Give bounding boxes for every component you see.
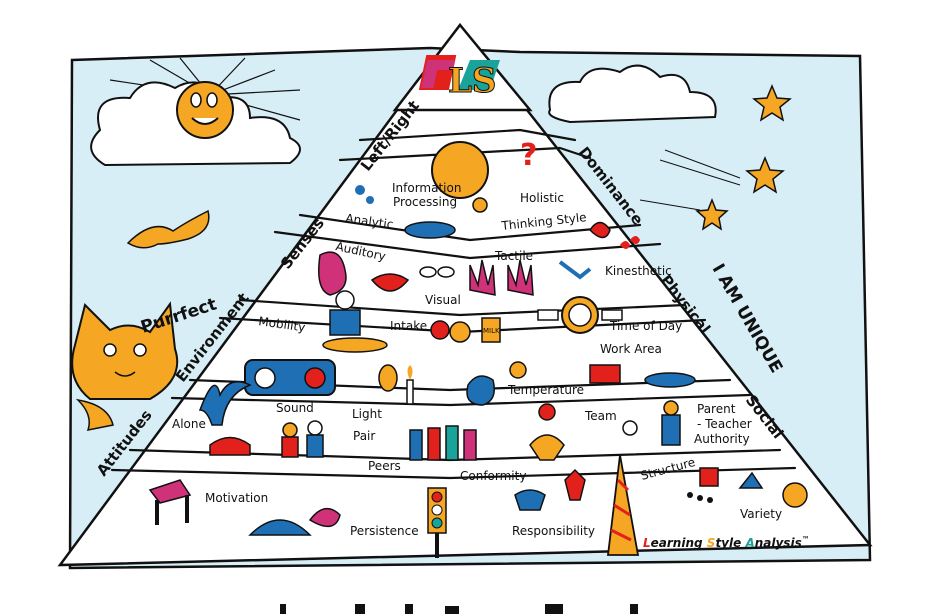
label-parent: Parent: [697, 402, 736, 416]
label-variety: Variety: [740, 507, 782, 521]
star-trails: [639, 149, 741, 211]
label-kinesthetic: Kinesthetic: [605, 264, 672, 278]
label-mobility: Mobility: [258, 314, 307, 334]
label-motivation: Motivation: [205, 491, 268, 505]
label-time-of-day: Time of Day: [609, 319, 682, 333]
thinking-figures: [355, 185, 640, 249]
label-analytic: Analytic: [345, 211, 395, 232]
label-tactile: Tactile: [494, 249, 533, 263]
star-icons: [695, 84, 792, 231]
sun-icon: [176, 81, 234, 139]
label-teacher: - Teacher: [697, 417, 752, 431]
brain-icon: [431, 141, 489, 199]
label-light: Light: [352, 407, 382, 421]
label-intake: Intake: [390, 319, 427, 333]
social-icons: [209, 400, 681, 461]
label-temperature: Temperature: [507, 383, 584, 397]
label-authority: Authority: [694, 432, 750, 446]
label-persistence: Persistence: [350, 524, 419, 538]
environment-icons: [198, 359, 696, 426]
logo-text: LS: [448, 61, 496, 101]
attitudes-icons: [148, 454, 808, 558]
label-processing: Processing: [393, 195, 457, 209]
label-team: Team: [584, 409, 617, 423]
label-sound: Sound: [276, 401, 314, 415]
tier-bands: [110, 128, 797, 480]
lightbulb-icon: [378, 364, 398, 392]
senses-icons: [318, 251, 592, 296]
bird-icon: [126, 209, 210, 249]
cat-icon: [71, 301, 179, 431]
label-alone: Alone: [172, 417, 206, 431]
physical-icons: MILK: [322, 290, 623, 353]
label-work-area: Work Area: [600, 342, 662, 356]
label-visual: Visual: [425, 293, 461, 307]
label-responsibility: Responsibility: [512, 524, 595, 538]
label-holistic: Holistic: [520, 191, 564, 205]
cloud-right: [548, 64, 717, 124]
label-information: Information: [392, 181, 461, 195]
milk-carton-label: MILK: [483, 327, 500, 335]
label-pair: Pair: [353, 429, 375, 443]
bottom-caption-fragment: [280, 604, 638, 614]
label-peers: Peers: [368, 459, 401, 473]
brand-learning-style-analysis: Learning Style Analysis™: [643, 535, 810, 550]
label-conformity: Conformity: [460, 469, 526, 483]
question-mark-icon: ?: [520, 138, 537, 173]
